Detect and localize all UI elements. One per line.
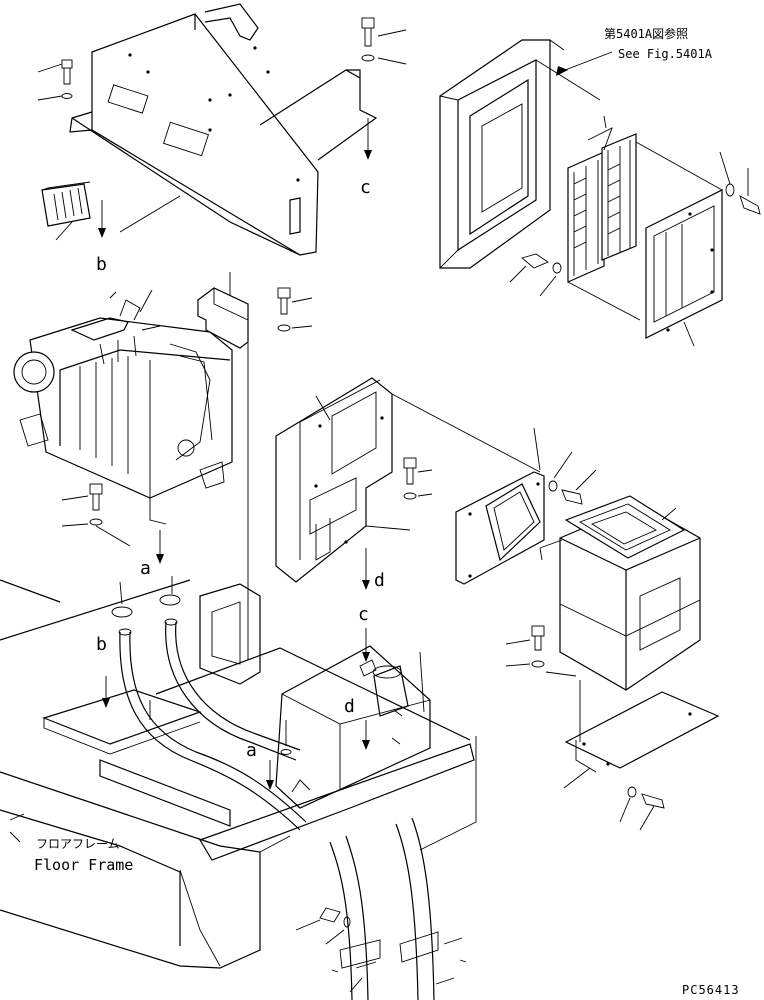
arrow-c-bottom [362,628,370,662]
vent-louver [41,181,106,241]
bolt-top-right [719,151,761,215]
label-d-top: d [374,570,385,591]
arrow-d-bottom [362,720,370,750]
label-b-bottom: b [96,634,107,655]
bolt-gasket [548,451,597,505]
label-b-top: b [96,254,107,275]
upper-cover-panel [69,3,378,256]
label-d-bottom: d [344,696,355,717]
bolt-window-left [509,253,562,297]
bolt-middle-center [277,287,313,332]
bolt-duct [403,457,433,500]
bolt-bracket [619,786,665,831]
floor-frame-label-en: Floor Frame [34,856,133,874]
reference-jp: 第5401A図参照 [604,26,688,41]
arrow-a-bottom [266,760,274,790]
floor-frame [0,579,477,969]
clamps-bottom [295,907,467,993]
bracket-center [197,272,249,660]
label-c-top: c [360,177,371,198]
hoses [111,576,435,1000]
heater-unit [13,289,233,525]
label-a-bottom: a [246,740,257,761]
duct-panel [275,377,541,590]
filter-box [539,495,701,691]
floor-frame-label-jp: フロアフレーム [36,837,120,851]
bolt-top-left [37,59,73,101]
bolt-filter-box [505,625,577,677]
louver-grills [567,115,641,321]
label-a-top: a [140,558,151,579]
bolt-top-center [361,17,407,160]
filter-gasket [455,427,545,585]
arrow-b-bottom [102,676,110,708]
mount-bracket [563,680,720,789]
drawing-code: PC56413 [682,983,740,997]
reference-en: See Fig.5401A [618,47,713,61]
cover-plate-right [635,141,723,347]
bolt-middle-left [61,483,164,564]
label-c-bottom: c [358,604,369,625]
window-frame [439,39,601,269]
